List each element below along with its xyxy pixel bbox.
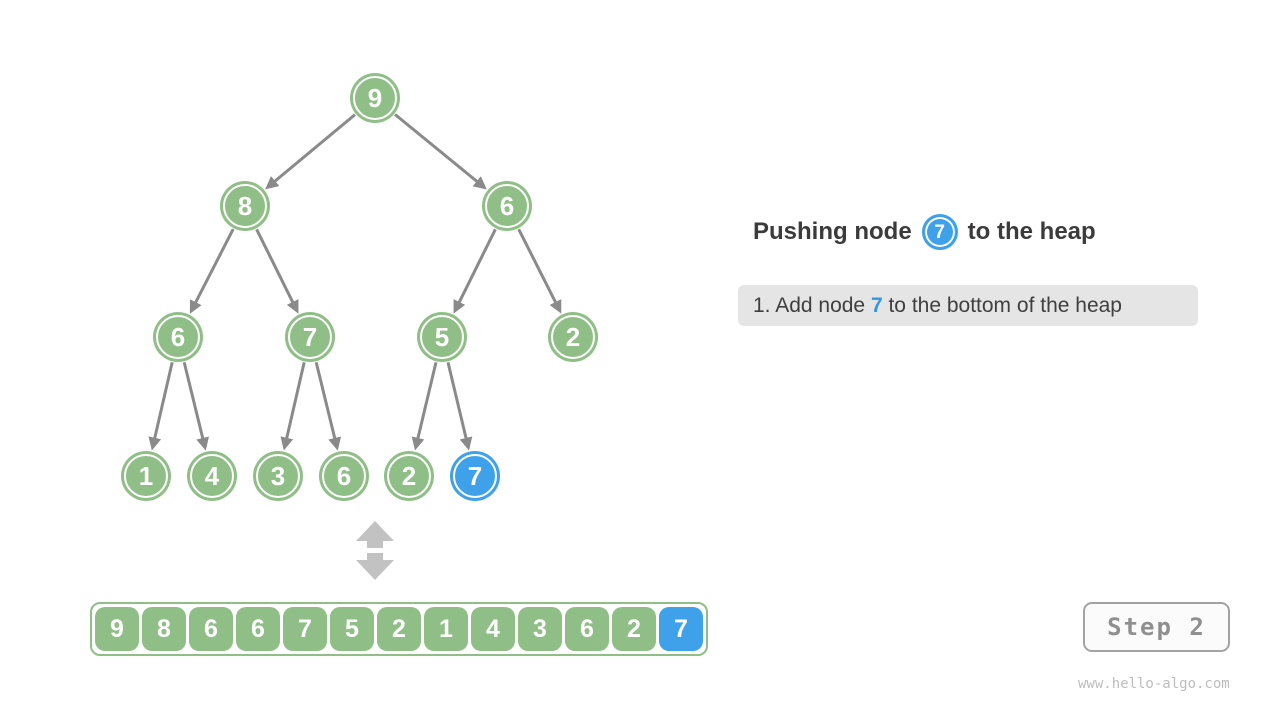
tree-node: 8: [220, 181, 270, 231]
title-prefix: Pushing node: [753, 218, 912, 245]
tree-edge: [411, 361, 438, 451]
tree-node-value: 3: [271, 461, 285, 491]
tree-node-value: 6: [337, 461, 351, 491]
tree-edge: [255, 228, 299, 314]
tree-node: 3: [253, 451, 303, 501]
tree-node: 6: [319, 451, 369, 501]
step-indicator: Step 2: [1083, 602, 1230, 652]
tree-edge: [189, 228, 235, 314]
tree-node-value: 5: [435, 322, 449, 352]
figure-title: Pushing node 7 to the heap: [753, 212, 1096, 252]
tree-node-value: 6: [500, 191, 514, 221]
array-cell: 8: [142, 607, 186, 651]
tree-node: 5: [417, 312, 467, 362]
tree-edge: [280, 361, 306, 451]
array-cell: 7: [283, 607, 327, 651]
tree-edge: [394, 113, 487, 190]
instruction-suffix: to the bottom of the heap: [882, 293, 1122, 317]
tree-node: 4: [187, 451, 237, 501]
tree-node-value: 7: [468, 461, 482, 491]
array-cell: 9: [95, 607, 139, 651]
tree-edge: [446, 361, 473, 451]
tree-edges: [148, 113, 562, 451]
tree-node: 6: [482, 181, 532, 231]
tree-node-value: 7: [303, 322, 317, 352]
tree-edge: [453, 228, 497, 314]
tree-node-value: 6: [171, 322, 185, 352]
tree-node-value: 2: [402, 461, 416, 491]
tree-nodes: 9 8 6 6 7 5 2 1 4 3 6 2 7: [121, 73, 598, 501]
tree-node: 6: [153, 312, 203, 362]
tree-node: 2: [548, 312, 598, 362]
instruction-box: 1. Add node 7 to the bottom of the heap: [738, 285, 1198, 326]
instruction-text: 1. Add node 7 to the bottom of the heap: [753, 294, 1122, 318]
tree-array-equivalence-icon: [356, 521, 394, 580]
array-cell: 6: [565, 607, 609, 651]
array-cell-highlighted: 7: [659, 607, 703, 651]
array-cell: 6: [189, 607, 233, 651]
array-cell: 1: [424, 607, 468, 651]
tree-node-value: 8: [238, 191, 252, 221]
tree-node: 7: [285, 312, 335, 362]
tree-node-value: 2: [566, 322, 580, 352]
tree-node: 2: [384, 451, 434, 501]
watermark: www.hello-algo.com: [1078, 676, 1230, 692]
array-cell: 2: [612, 607, 656, 651]
array-cell: 2: [377, 607, 421, 651]
tree-node: 1: [121, 451, 171, 501]
title-node-badge: 7: [921, 214, 958, 250]
tree-node-highlighted: 7: [450, 451, 500, 501]
tree-edge: [314, 361, 342, 451]
tree-edge: [517, 228, 562, 314]
tree-edge: [265, 113, 356, 190]
tree-node-value: 9: [368, 83, 382, 113]
tree-edge: [148, 361, 174, 451]
array-cell: 5: [330, 607, 374, 651]
title-suffix: to the heap: [967, 218, 1096, 245]
array-cell: 3: [518, 607, 562, 651]
instruction-prefix: 1. Add node: [753, 293, 871, 317]
tree-edge: [182, 361, 210, 451]
title-node-value: 7: [934, 221, 945, 243]
tree-node-value: 1: [139, 461, 153, 491]
tree-node-value: 4: [205, 461, 220, 491]
array-cell: 6: [236, 607, 280, 651]
tree-node: 9: [350, 73, 400, 123]
instruction-node-value: 7: [870, 293, 883, 317]
step-label: Step 2: [1107, 613, 1206, 641]
array-cell: 4: [471, 607, 515, 651]
